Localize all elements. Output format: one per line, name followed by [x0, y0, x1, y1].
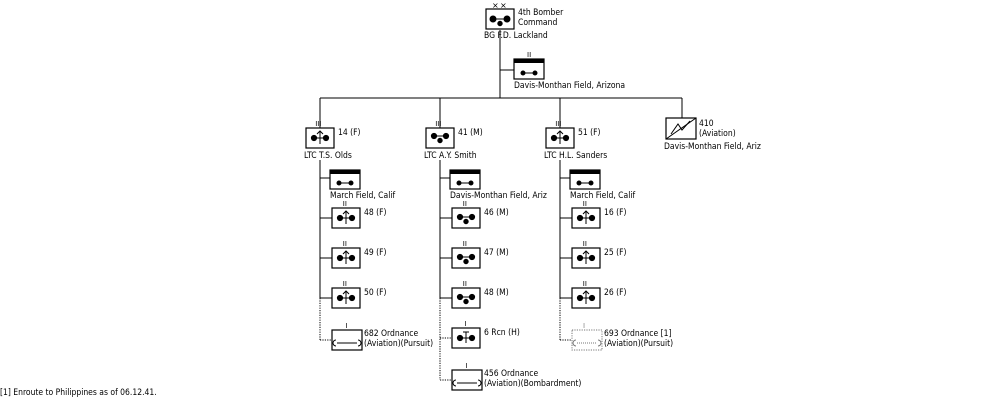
- svg-text:II: II: [527, 51, 531, 59]
- command-hq-location: Davis-Monthan Field, Arizona: [514, 81, 626, 91]
- group-designation: 41 (M): [458, 128, 483, 138]
- squadron-label: 50 (F): [364, 288, 387, 298]
- squadron-label: 47 (M): [484, 248, 509, 258]
- svg-text:II: II: [343, 280, 347, 288]
- connector-lines: [319, 30, 683, 381]
- svg-text:II: II: [583, 240, 587, 248]
- group-designation: 51 (F): [578, 128, 601, 138]
- svg-text:II: II: [343, 200, 347, 208]
- svg-text:II: II: [463, 200, 467, 208]
- footnote: [1] Enroute to Philippines as of 06.12.4…: [0, 388, 157, 398]
- svg-text:II: II: [343, 240, 347, 248]
- svg-text:×: ×: [500, 1, 507, 10]
- aviation-unit-designation: 410 (Aviation): [699, 119, 736, 139]
- svg-text:II: II: [583, 280, 587, 288]
- svg-text:I: I: [464, 320, 466, 328]
- ordnance-label: 682 Ordnance (Aviation)(Pursuit): [364, 329, 434, 349]
- group-hq-location: March Field, Calif: [330, 191, 396, 201]
- group-commander: LTC H.L. Sanders: [544, 151, 608, 161]
- ordnance-label: 693 Ordnance [1] (Aviation)(Pursuit): [604, 329, 674, 349]
- recon-squadron-symbol: I: [451, 320, 481, 349]
- svg-text:II: II: [463, 280, 467, 288]
- ordnance-symbol: I: [451, 362, 483, 391]
- squadron-label: 46 (M): [484, 208, 509, 218]
- group-commander: LTC A.Y. Smith: [424, 151, 477, 161]
- ordnance-label: 456 Ordnance (Aviation)(Bombardment): [484, 369, 582, 389]
- squadron-label: 48 (F): [364, 208, 387, 218]
- squadron-label: 48 (M): [484, 288, 509, 298]
- svg-text:III: III: [555, 120, 561, 128]
- ordnance-symbol: I: [331, 322, 363, 351]
- command-commander: BG F.D. Lackland: [484, 31, 548, 41]
- svg-text:III: III: [315, 120, 321, 128]
- group-designation: 14 (F): [338, 128, 361, 138]
- aviation-unit-location: Davis-Monthan Field, Ariz: [664, 142, 761, 152]
- svg-text:I: I: [345, 322, 347, 330]
- command-hq-symbol: II: [513, 51, 545, 80]
- svg-text:II: II: [463, 240, 467, 248]
- recon-squadron-label: 6 Rcn (H): [484, 328, 520, 338]
- squadron-label: 26 (F): [604, 288, 627, 298]
- squadron-label: 16 (F): [604, 208, 627, 218]
- svg-text:II: II: [583, 200, 587, 208]
- svg-text:I: I: [583, 322, 585, 330]
- group-hq-location: March Field, Calif: [570, 191, 636, 201]
- ordnance-symbol-planned: I: [571, 322, 603, 351]
- squadron-label: 25 (F): [604, 248, 627, 258]
- aviation-unit-symbol: [665, 117, 697, 140]
- command-symbol: × ×: [485, 1, 515, 30]
- squadron-label: 49 (F): [364, 248, 387, 258]
- command-name: 4th Bomber Command: [518, 8, 564, 28]
- svg-text:I: I: [465, 362, 467, 370]
- svg-text:×: ×: [492, 1, 499, 10]
- group-commander: LTC T.S. Olds: [304, 151, 352, 161]
- group-hq-location: Davis-Monthan Field, Ariz: [450, 191, 547, 201]
- svg-text:III: III: [435, 120, 441, 128]
